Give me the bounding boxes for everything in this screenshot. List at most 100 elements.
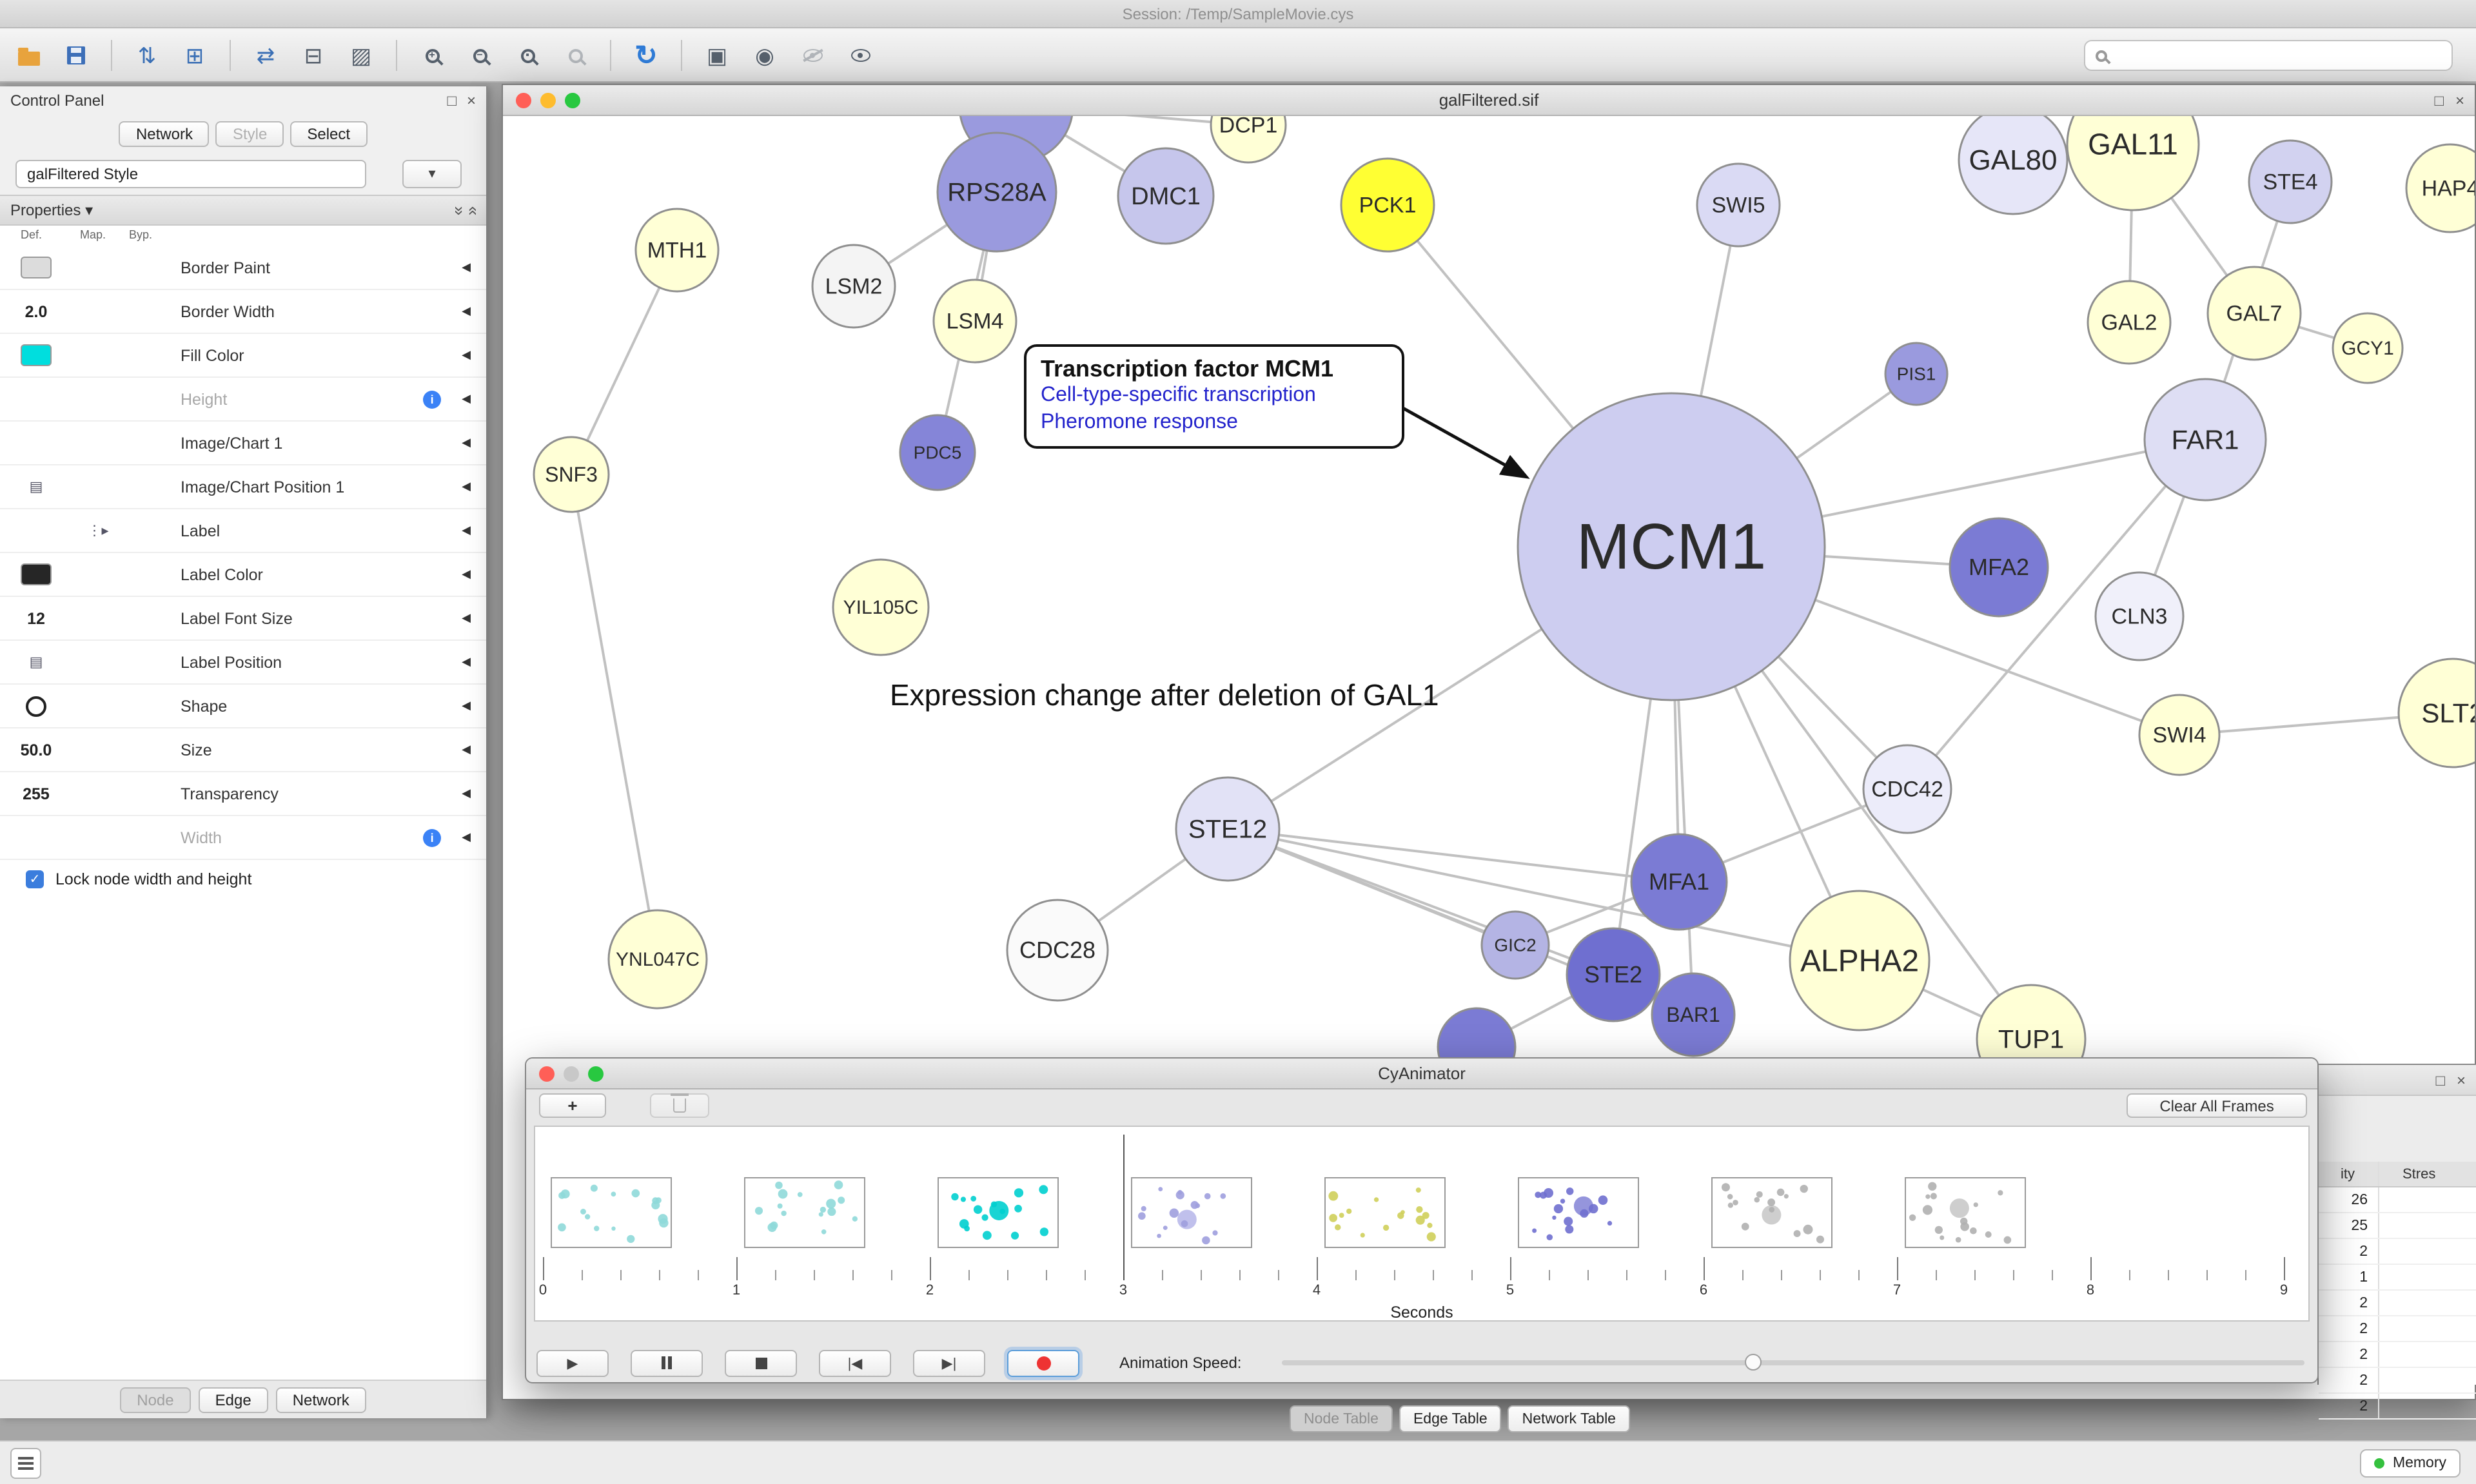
network-node[interactable]: [1175, 776, 1281, 882]
open-session-button[interactable]: [10, 37, 46, 73]
table-row[interactable]: 25: [2319, 1213, 2476, 1239]
expand-row-icon[interactable]: ◀: [462, 786, 471, 799]
property-row[interactable]: ▤Image/Chart Position 1◀: [0, 465, 486, 509]
frame-thumbnail[interactable]: [1711, 1177, 1832, 1248]
network-node[interactable]: [533, 436, 610, 513]
minimize-window-button[interactable]: [540, 93, 556, 108]
default-value-cell[interactable]: 12: [0, 609, 72, 627]
expand-row-icon[interactable]: ◀: [462, 743, 471, 756]
frame-thumbnail[interactable]: [1324, 1177, 1446, 1248]
frame-thumbnail[interactable]: [1518, 1177, 1639, 1248]
default-value-cell[interactable]: 50.0: [0, 741, 72, 759]
show-all-button[interactable]: [842, 37, 878, 73]
panel-list-button[interactable]: [10, 1448, 41, 1479]
network-node[interactable]: [1884, 342, 1949, 406]
network-node[interactable]: [1340, 157, 1435, 253]
info-icon[interactable]: i: [423, 390, 442, 408]
playhead[interactable]: [1123, 1135, 1125, 1280]
close-window-button[interactable]: [539, 1066, 555, 1082]
expand-row-icon[interactable]: ◀: [462, 392, 471, 405]
expand-row-icon[interactable]: ◀: [462, 436, 471, 449]
clear-all-frames-button[interactable]: Clear All Frames: [2127, 1093, 2307, 1118]
zoom-window-button[interactable]: [588, 1066, 604, 1082]
record-button[interactable]: [1007, 1349, 1079, 1376]
network-node[interactable]: [2206, 266, 2302, 361]
default-value-cell[interactable]: [0, 344, 72, 366]
network-node[interactable]: [2066, 116, 2200, 211]
network-node[interactable]: [1958, 116, 2068, 215]
column-stres[interactable]: Stres: [2378, 1162, 2476, 1186]
default-value-cell[interactable]: [0, 696, 72, 716]
table-row[interactable]: 2: [2319, 1316, 2476, 1342]
zoom-window-button[interactable]: [565, 93, 580, 108]
memory-button[interactable]: Memory: [2360, 1449, 2461, 1478]
expand-row-icon[interactable]: ◀: [462, 830, 471, 843]
close-panel-icon[interactable]: ×: [466, 92, 476, 110]
network-node[interactable]: [1210, 116, 1287, 164]
properties-header[interactable]: Properties ▾ » »: [0, 195, 486, 226]
property-row[interactable]: Border Paint◀: [0, 246, 486, 290]
expand-row-icon[interactable]: ◀: [462, 523, 471, 536]
import-table-button[interactable]: ⊞: [177, 37, 213, 73]
play-button[interactable]: ▶: [536, 1349, 609, 1376]
expand-row-icon[interactable]: ◀: [462, 655, 471, 668]
network-node[interactable]: [1517, 392, 1826, 701]
default-value-cell[interactable]: 2.0: [0, 302, 72, 320]
animation-speed-slider[interactable]: [1281, 1354, 2304, 1371]
frame-thumbnail[interactable]: [1131, 1177, 1252, 1248]
tab-node-table[interactable]: Node Table: [1290, 1405, 1393, 1432]
minimize-window-button[interactable]: [564, 1066, 579, 1082]
expand-row-icon[interactable]: ◀: [462, 348, 471, 361]
property-row[interactable]: Label Color◀: [0, 553, 486, 597]
search-box[interactable]: [2084, 40, 2453, 71]
network-node[interactable]: [2087, 280, 2172, 365]
default-value-cell[interactable]: ▤: [0, 478, 72, 495]
frame-thumbnail[interactable]: [744, 1177, 865, 1248]
network-node[interactable]: [2143, 378, 2267, 502]
default-value-cell[interactable]: ▤: [0, 654, 72, 670]
network-node[interactable]: [1651, 972, 1736, 1057]
close-panel-icon[interactable]: ×: [2456, 1071, 2466, 1089]
float-panel-icon[interactable]: □: [2435, 1071, 2445, 1089]
annotation-box[interactable]: Transcription factor MCM1 Cell-type-spec…: [1024, 344, 1404, 449]
tab-style[interactable]: Style: [215, 121, 284, 147]
delete-frame-button[interactable]: [650, 1093, 709, 1118]
collapse-all-icon[interactable]: »: [461, 205, 481, 215]
zoom-fit-button[interactable]: ▪: [509, 37, 545, 73]
table-row[interactable]: 2: [2319, 1394, 2476, 1420]
network-node[interactable]: [932, 278, 1017, 364]
network-node[interactable]: [899, 414, 976, 491]
tab-network[interactable]: Network: [119, 121, 210, 147]
network-node[interactable]: [832, 558, 930, 656]
table-row[interactable]: 26: [2319, 1187, 2476, 1213]
property-row[interactable]: ⋮▸Label◀: [0, 509, 486, 553]
bottom-tab-node[interactable]: Node: [120, 1387, 191, 1412]
float-panel-icon[interactable]: □: [447, 92, 457, 110]
default-value-cell[interactable]: [0, 257, 72, 278]
info-icon[interactable]: i: [423, 828, 442, 846]
network-node[interactable]: [1480, 910, 1550, 980]
column-ity[interactable]: ity: [2341, 1167, 2355, 1182]
network-node[interactable]: [1566, 927, 1661, 1022]
property-row[interactable]: Shape◀: [0, 685, 486, 728]
export-table-button[interactable]: ⊟: [295, 37, 331, 73]
expand-row-icon[interactable]: ◀: [462, 480, 471, 493]
export-network-button[interactable]: ⇄: [248, 37, 284, 73]
expand-row-icon[interactable]: ◀: [462, 567, 471, 580]
close-window-button[interactable]: [516, 93, 531, 108]
network-node[interactable]: [2405, 143, 2475, 233]
refresh-layout-button[interactable]: ↻: [628, 37, 664, 73]
first-neighbors-button[interactable]: ◉: [747, 37, 783, 73]
frame-thumbnail[interactable]: [551, 1177, 672, 1248]
pause-button[interactable]: [631, 1349, 703, 1376]
network-node[interactable]: [607, 909, 708, 1010]
expand-row-icon[interactable]: ◀: [462, 611, 471, 624]
zoom-out-button[interactable]: −: [462, 37, 498, 73]
property-row[interactable]: Fill Color◀: [0, 334, 486, 378]
hide-selected-button[interactable]: [794, 37, 830, 73]
